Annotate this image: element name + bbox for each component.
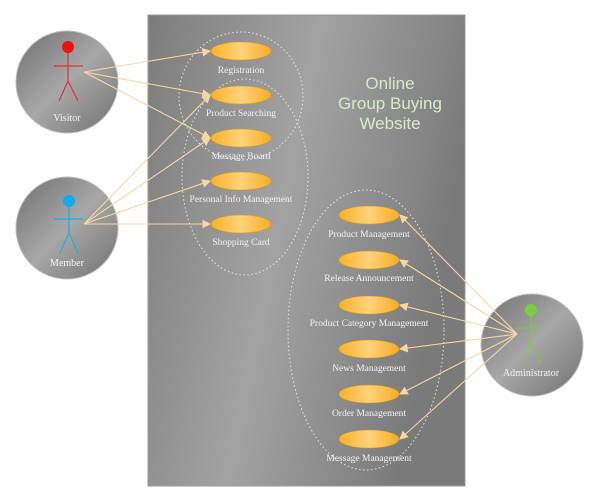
use-case-label: Registration — [218, 66, 265, 76]
use-case-news-management[interactable]: News Management — [332, 339, 406, 374]
assoc-visitor-product-searching — [83, 71, 212, 98]
use-case-label: News Management — [332, 364, 406, 374]
system-title-line-2: Group Buying — [338, 94, 442, 113]
visitor-group-boundary — [178, 31, 304, 161]
associations — [83, 47, 518, 440]
actor-label: Administrator — [503, 368, 560, 379]
stick-figure-icon — [54, 41, 83, 102]
admin-group-boundary — [287, 189, 445, 471]
use-case-label: Message Management — [326, 454, 412, 464]
system-boundary — [147, 14, 466, 487]
assoc-member-message-board — [83, 137, 211, 225]
use-case-message-management[interactable]: Message Management — [326, 429, 412, 464]
use-case-label: Release Announcement — [324, 274, 414, 284]
assoc-admin-news — [398, 333, 518, 353]
actor-member[interactable]: Member — [15, 176, 119, 280]
actor-visitor[interactable]: Visitor — [15, 30, 119, 134]
use-case-label: Message Board — [212, 152, 271, 162]
use-case-registration[interactable]: Registration — [210, 41, 272, 76]
use-case-release-announcement[interactable]: Release Announcement — [324, 250, 414, 284]
use-case-order-management[interactable]: Order Management — [332, 384, 406, 419]
assoc-admin-message-management — [399, 333, 518, 440]
use-case-label: Shopping Card — [212, 238, 270, 248]
assoc-admin-product-management — [399, 214, 518, 335]
use-case-product-searching[interactable]: Product Searching — [206, 85, 276, 119]
actor-label: Visitor — [53, 113, 81, 124]
assoc-admin-order — [399, 333, 518, 395]
member-group-boundary — [181, 78, 309, 276]
use-case-label: Order Management — [332, 409, 406, 419]
stick-figure-icon — [517, 304, 546, 363]
use-case-label: Product Searching — [206, 109, 276, 119]
assoc-admin-release-announcement — [399, 259, 518, 335]
actor-administrator[interactable]: Administrator — [480, 293, 584, 397]
assoc-member-product-searching — [83, 94, 211, 225]
use-case-shopping-card[interactable]: Shopping Card — [210, 214, 272, 248]
use-case-label: Product Management — [328, 230, 410, 240]
use-case-label: Product Category Management — [310, 319, 429, 329]
assoc-visitor-message-board — [83, 71, 211, 139]
assoc-admin-product-category — [398, 302, 518, 335]
use-case-product-management[interactable]: Product Management — [328, 205, 410, 240]
stick-figure-icon — [54, 195, 83, 254]
system-title-line-1: Online — [365, 74, 414, 93]
actor-label: Member — [50, 258, 85, 269]
assoc-member-personal-info — [83, 179, 212, 225]
system-title-line-3: Website — [359, 114, 420, 133]
use-case-product-category-management[interactable]: Product Category Management — [310, 295, 429, 329]
use-case-message-board[interactable]: Message Board — [210, 128, 272, 162]
assoc-visitor-registration — [83, 47, 212, 73]
use-case-label: Personal Info Management — [190, 194, 293, 205]
use-case-personal-info-management[interactable]: Personal Info Management — [190, 171, 293, 205]
